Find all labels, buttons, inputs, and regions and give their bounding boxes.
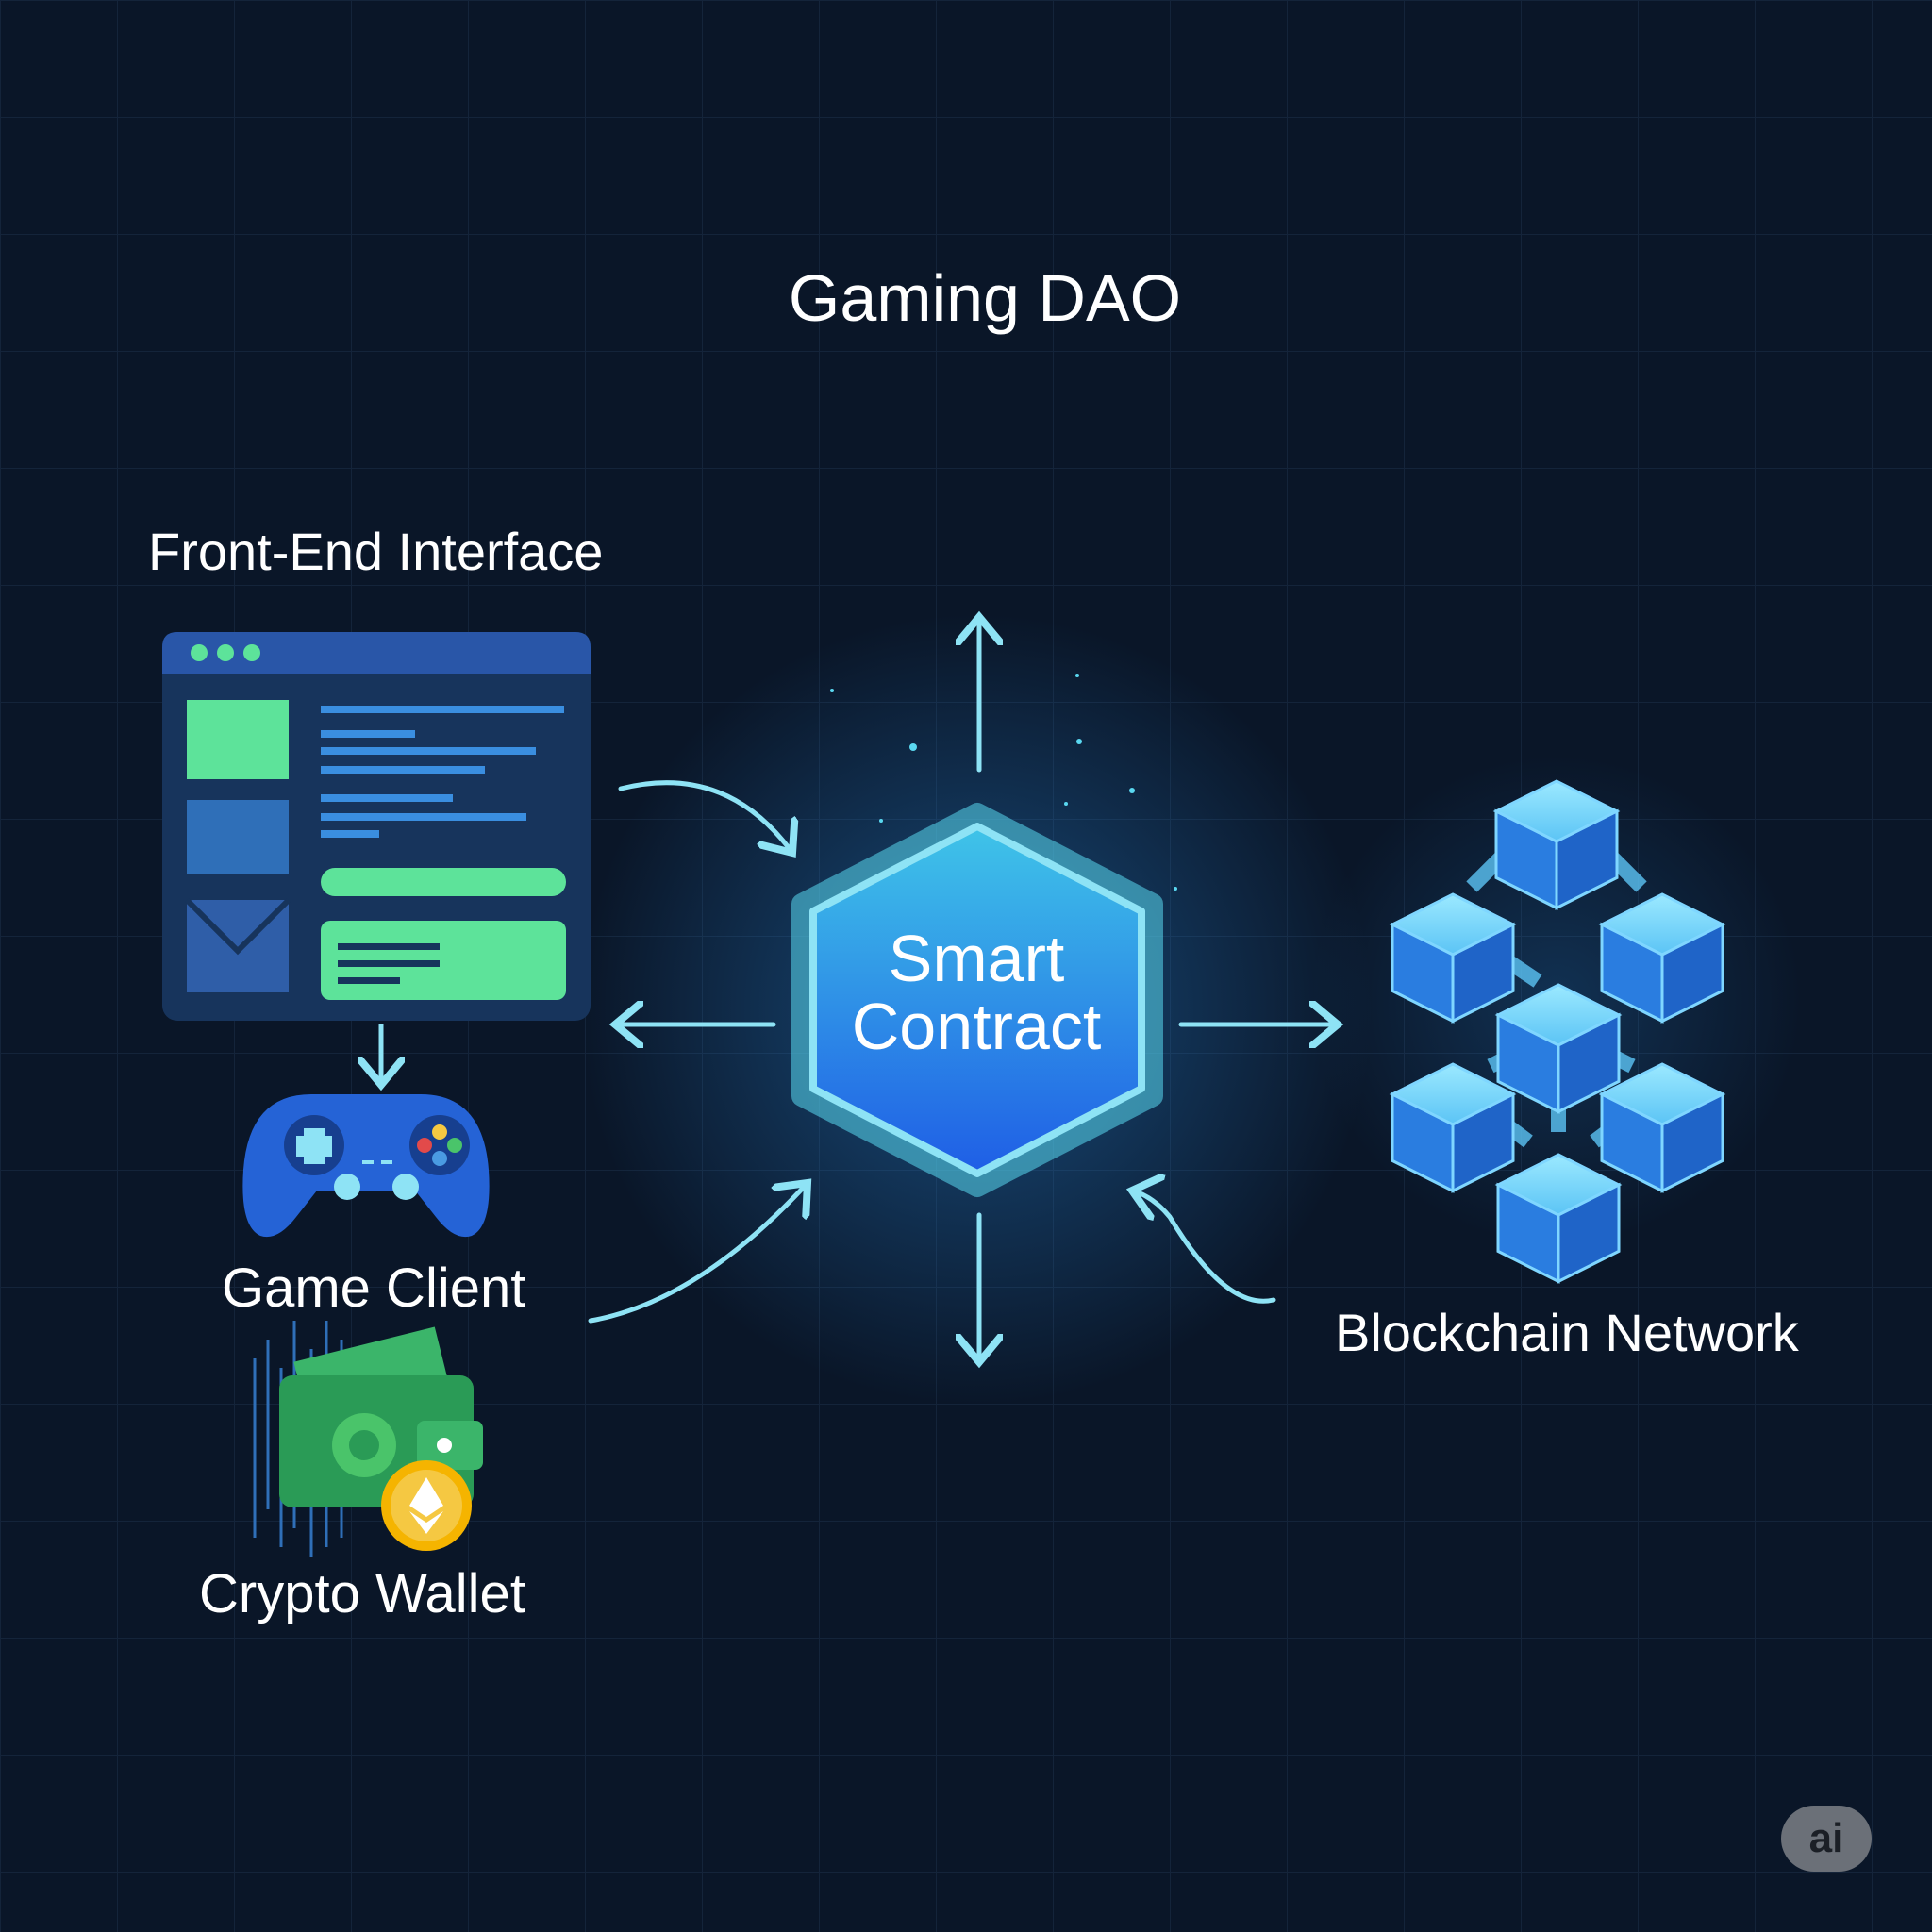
smart-contract-label-line2: Contract [851, 990, 1102, 1063]
blockchain-cube-6 [1598, 1062, 1726, 1193]
blockchain-cubes-icon [1389, 779, 1726, 1284]
blockchain-cube-7 [1494, 1153, 1623, 1284]
blockchain-network-label: Blockchain Network [1335, 1303, 1799, 1362]
blockchain-cube-5 [1389, 1062, 1517, 1193]
blockchain-cube-2 [1389, 892, 1517, 1024]
diagram-title: Gaming DAO [788, 261, 1182, 335]
ethereum-coin-icon [381, 1460, 472, 1551]
smart-contract-label-line1: Smart [888, 922, 1065, 995]
blockchain-cube-1 [1492, 779, 1621, 910]
gamepad-icon [242, 1094, 490, 1238]
frontend-label: Front-End Interface [148, 522, 604, 581]
smart-contract-hexagon [791, 803, 1163, 1197]
crypto-wallet-label: Crypto Wallet [199, 1563, 525, 1624]
connector-arrows [588, 617, 1338, 1362]
browser-window-icon [162, 632, 591, 1021]
blockchain-cube-3 [1598, 892, 1726, 1024]
game-client-label: Game Client [222, 1257, 526, 1319]
smart-contract-label: Smart Contract [783, 924, 1170, 1060]
ai-badge: ai [1781, 1806, 1872, 1872]
blockchain-cube-4 [1494, 983, 1623, 1114]
particles [830, 674, 1177, 891]
